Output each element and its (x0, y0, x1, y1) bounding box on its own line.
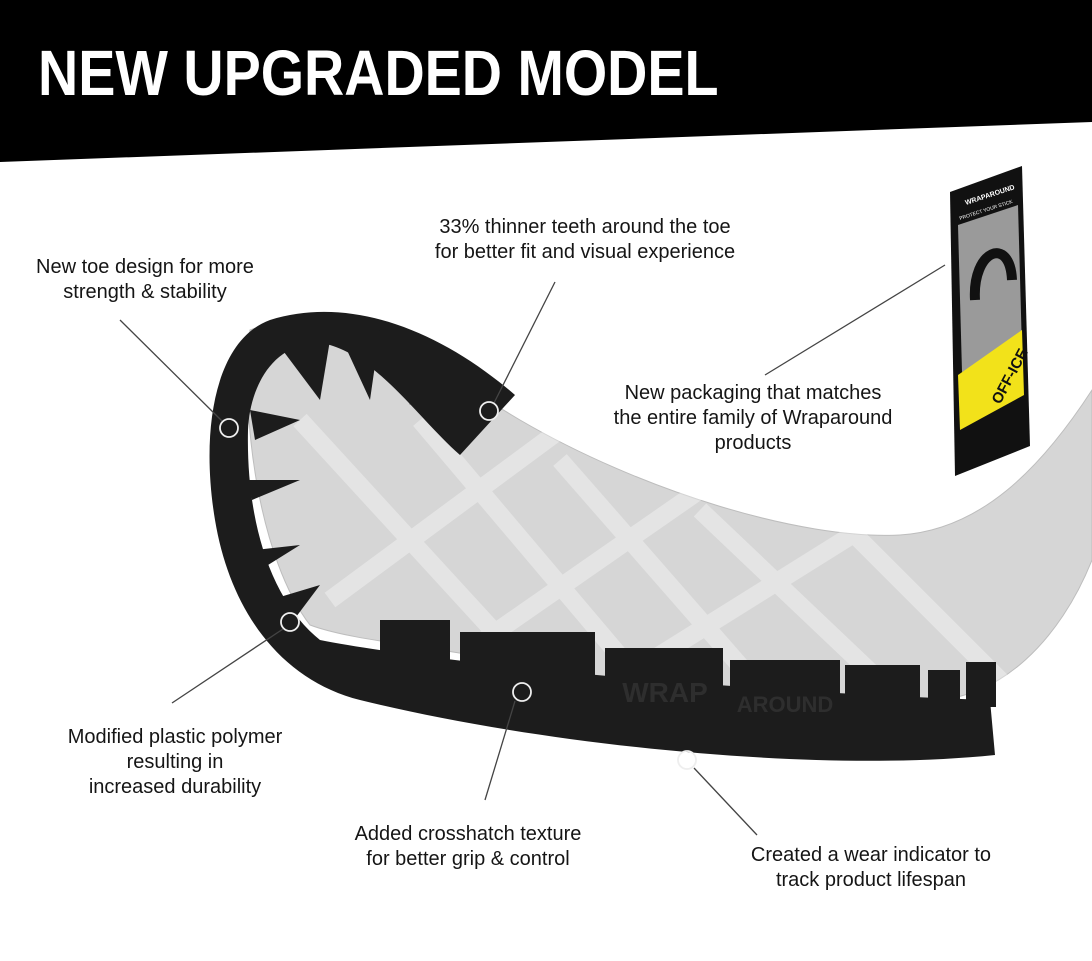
callout-line: New packaging that matches (624, 382, 882, 404)
callout-line: products (714, 432, 792, 454)
callout-thinner-teeth: 33% thinner teeth around the toe for bet… (405, 215, 765, 265)
callout-line: for better grip & control (366, 848, 570, 870)
callout-wear-indicator: Created a wear indicator to track produc… (726, 843, 1016, 893)
callout-line: for better fit and visual experience (434, 241, 736, 263)
guard-embossing-around: AROUND (737, 692, 834, 717)
product-package: OFF-ICE WRAPAROUND PROTECT YOUR STICK (950, 166, 1032, 476)
callout-polymer: Modified plastic polymer resulting in in… (45, 725, 305, 800)
callout-crosshatch: Added crosshatch texture for better grip… (328, 822, 608, 872)
blade-guard (209, 311, 996, 761)
callout-line: strength & stability (63, 281, 227, 303)
callout-markers (219, 401, 697, 770)
package-guard-image (969, 248, 1017, 301)
callout-line: resulting in (126, 751, 224, 773)
callout-packaging: New packaging that matches the entire fa… (593, 381, 913, 456)
callout-line: increased durability (88, 776, 262, 798)
callout-line: track product lifespan (775, 869, 967, 891)
callout-line: the entire family of Wraparound (613, 407, 893, 429)
callout-line: 33% thinner teeth around the toe (439, 216, 731, 238)
guard-teeth (248, 330, 996, 710)
callout-line: Modified plastic polymer (67, 726, 283, 748)
callout-line: Created a wear indicator to (750, 844, 992, 866)
leader-lines (119, 264, 946, 836)
page-title: NEW UPGRADED MODEL (38, 37, 719, 109)
callout-line: Added crosshatch texture (354, 823, 582, 845)
callout-line: New toe design for more (36, 256, 254, 278)
callout-toe-design: New toe design for more strength & stabi… (25, 255, 265, 305)
guard-embossing-wrap: WRAP (622, 677, 708, 708)
header-band (0, 0, 1092, 162)
